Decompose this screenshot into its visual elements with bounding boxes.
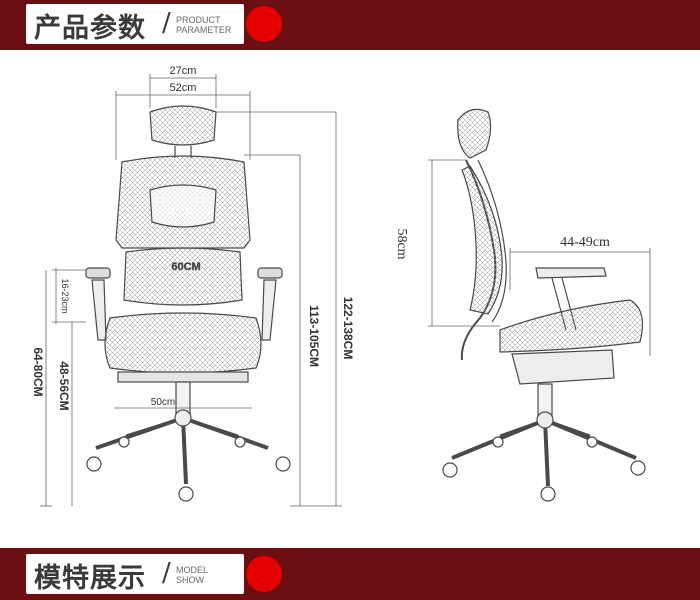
section-title-box: 模特展示 / MODEL SHOW: [26, 554, 244, 594]
seat-depth-label: 44-49cm: [560, 235, 610, 250]
section-title: 模特展示: [34, 563, 146, 594]
front-dimension-labels: 27cm 52cm 60CM 16-23cm 50cm 64-80CM 48-5…: [31, 65, 355, 411]
section-subtitle: PRODUCT PARAMETER: [176, 15, 232, 35]
back-width-label: 52cm: [170, 82, 197, 94]
side-dimension-lines: [428, 159, 651, 356]
header-banner: 产品参数 / PRODUCT PARAMETER: [0, 0, 700, 50]
side-view-chair: [442, 108, 646, 502]
side-back-height-label: 58cm: [394, 228, 409, 259]
front-dimension-lines: [40, 74, 342, 507]
chair-dimension-drawing: 27cm 52cm 60CM 16-23cm 50cm 64-80CM 48-5…: [31, 65, 651, 507]
section-title: 产品参数: [34, 13, 146, 44]
title-divider: /: [162, 8, 171, 38]
side-dimension-labels: 58cm 44-49cm: [394, 228, 610, 259]
headrest-width-label: 27cm: [170, 65, 197, 77]
section-subtitle: MODEL SHOW: [176, 565, 209, 585]
red-dot-icon: [246, 556, 282, 592]
front-view-chair: [85, 105, 291, 502]
arm-height-label: 64-80CM: [31, 347, 45, 396]
red-dot-icon: [246, 6, 282, 42]
base-width-label: 50cm: [151, 397, 175, 408]
armrest-adjust-label: 16-23cm: [60, 278, 70, 313]
section-title-box: 产品参数 / PRODUCT PARAMETER: [26, 4, 244, 44]
total-height-label: 122-138CM: [341, 297, 355, 360]
seat-height-label: 48-56CM: [57, 361, 71, 410]
title-divider: /: [162, 558, 171, 588]
footer-banner: 模特展示 / MODEL SHOW: [0, 548, 700, 600]
seat-width-label: 60CM: [171, 261, 200, 273]
back-height-label: 113-105CM: [307, 305, 321, 367]
